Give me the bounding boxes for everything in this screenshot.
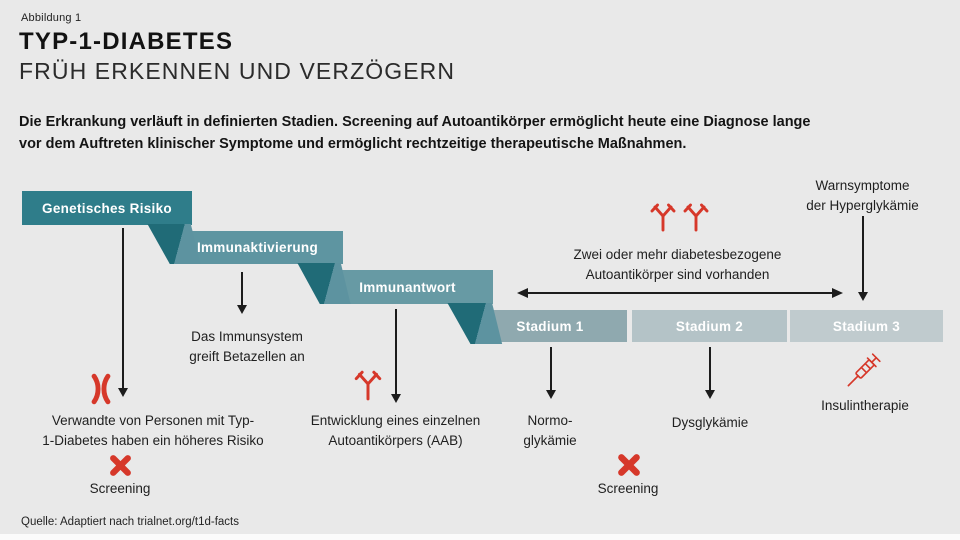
stage-label: Stadium 2: [675, 318, 744, 334]
stage-label: Stadium 1: [516, 318, 584, 334]
note-insulin-therapy: Insulintherapie: [821, 398, 909, 413]
stage-box-immunantwort: Immunantwort: [322, 270, 493, 304]
note-dysglycemia: Dysglykämie: [671, 415, 749, 430]
intro-paragraph: Die Erkrankung verläuft in definierten S…: [19, 114, 811, 152]
note-genetic-risk: Verwandte von Personen mit Typ- 1-Diabet…: [42, 413, 264, 448]
antibody-icon: [683, 203, 709, 232]
arrow-down-icon: [237, 272, 247, 314]
note-warning-symptoms: Warnsymptome der Hyperglykämie: [806, 178, 919, 213]
screening-cross-icon: [618, 454, 640, 476]
stage-box-stadium-2: Stadium 2: [632, 310, 787, 342]
note-immune-attack: Das Immunsystem greift Betazellen an: [189, 329, 305, 364]
arrow-down-icon: [118, 228, 128, 397]
note-multi-aab: Zwei oder mehr diabetesbezogene Autoanti…: [573, 247, 782, 282]
note-single-aab: Entwicklung eines einzelnen Autoantikörp…: [310, 413, 481, 448]
bottom-margin-strip: [0, 534, 960, 540]
stage-label: Immunantwort: [359, 279, 456, 295]
antibody-icon: [650, 203, 676, 232]
page-title: TYP-1-DIABETES: [19, 28, 234, 55]
source-line: Quelle: Adaptiert nach trialnet.org/t1d-…: [21, 516, 239, 528]
double-arrow-icon: [517, 288, 843, 298]
arrow-down-icon: [858, 216, 868, 301]
syringe-icon: [847, 353, 881, 387]
stage-label: Genetisches Risiko: [42, 200, 172, 216]
stage-label: Immunaktivierung: [196, 240, 319, 255]
note-screening-right: Screening: [597, 481, 659, 496]
antibody-icon: [354, 370, 382, 401]
stage-box-immunaktivierung: Immunaktivierung: [172, 231, 343, 264]
note-normoglycemia: Normo- glykämie: [523, 413, 577, 448]
arrow-down-icon: [391, 309, 401, 403]
stage-box-stadium-3: Stadium 3: [790, 310, 943, 342]
screening-cross-icon: [110, 455, 131, 476]
stage-box-genetisches-risiko: Genetisches Risiko: [22, 191, 192, 225]
page-subtitle: FRÜH ERKENNEN UND VERZÖGERN: [19, 58, 456, 84]
stage-label: Stadium 3: [832, 318, 901, 334]
arrow-down-icon: [705, 347, 715, 399]
note-screening-left: Screening: [89, 481, 151, 496]
figure-label: Abbildung 1: [21, 12, 82, 24]
arrow-down-icon: [546, 347, 556, 399]
chromosome-icon: [91, 373, 111, 405]
